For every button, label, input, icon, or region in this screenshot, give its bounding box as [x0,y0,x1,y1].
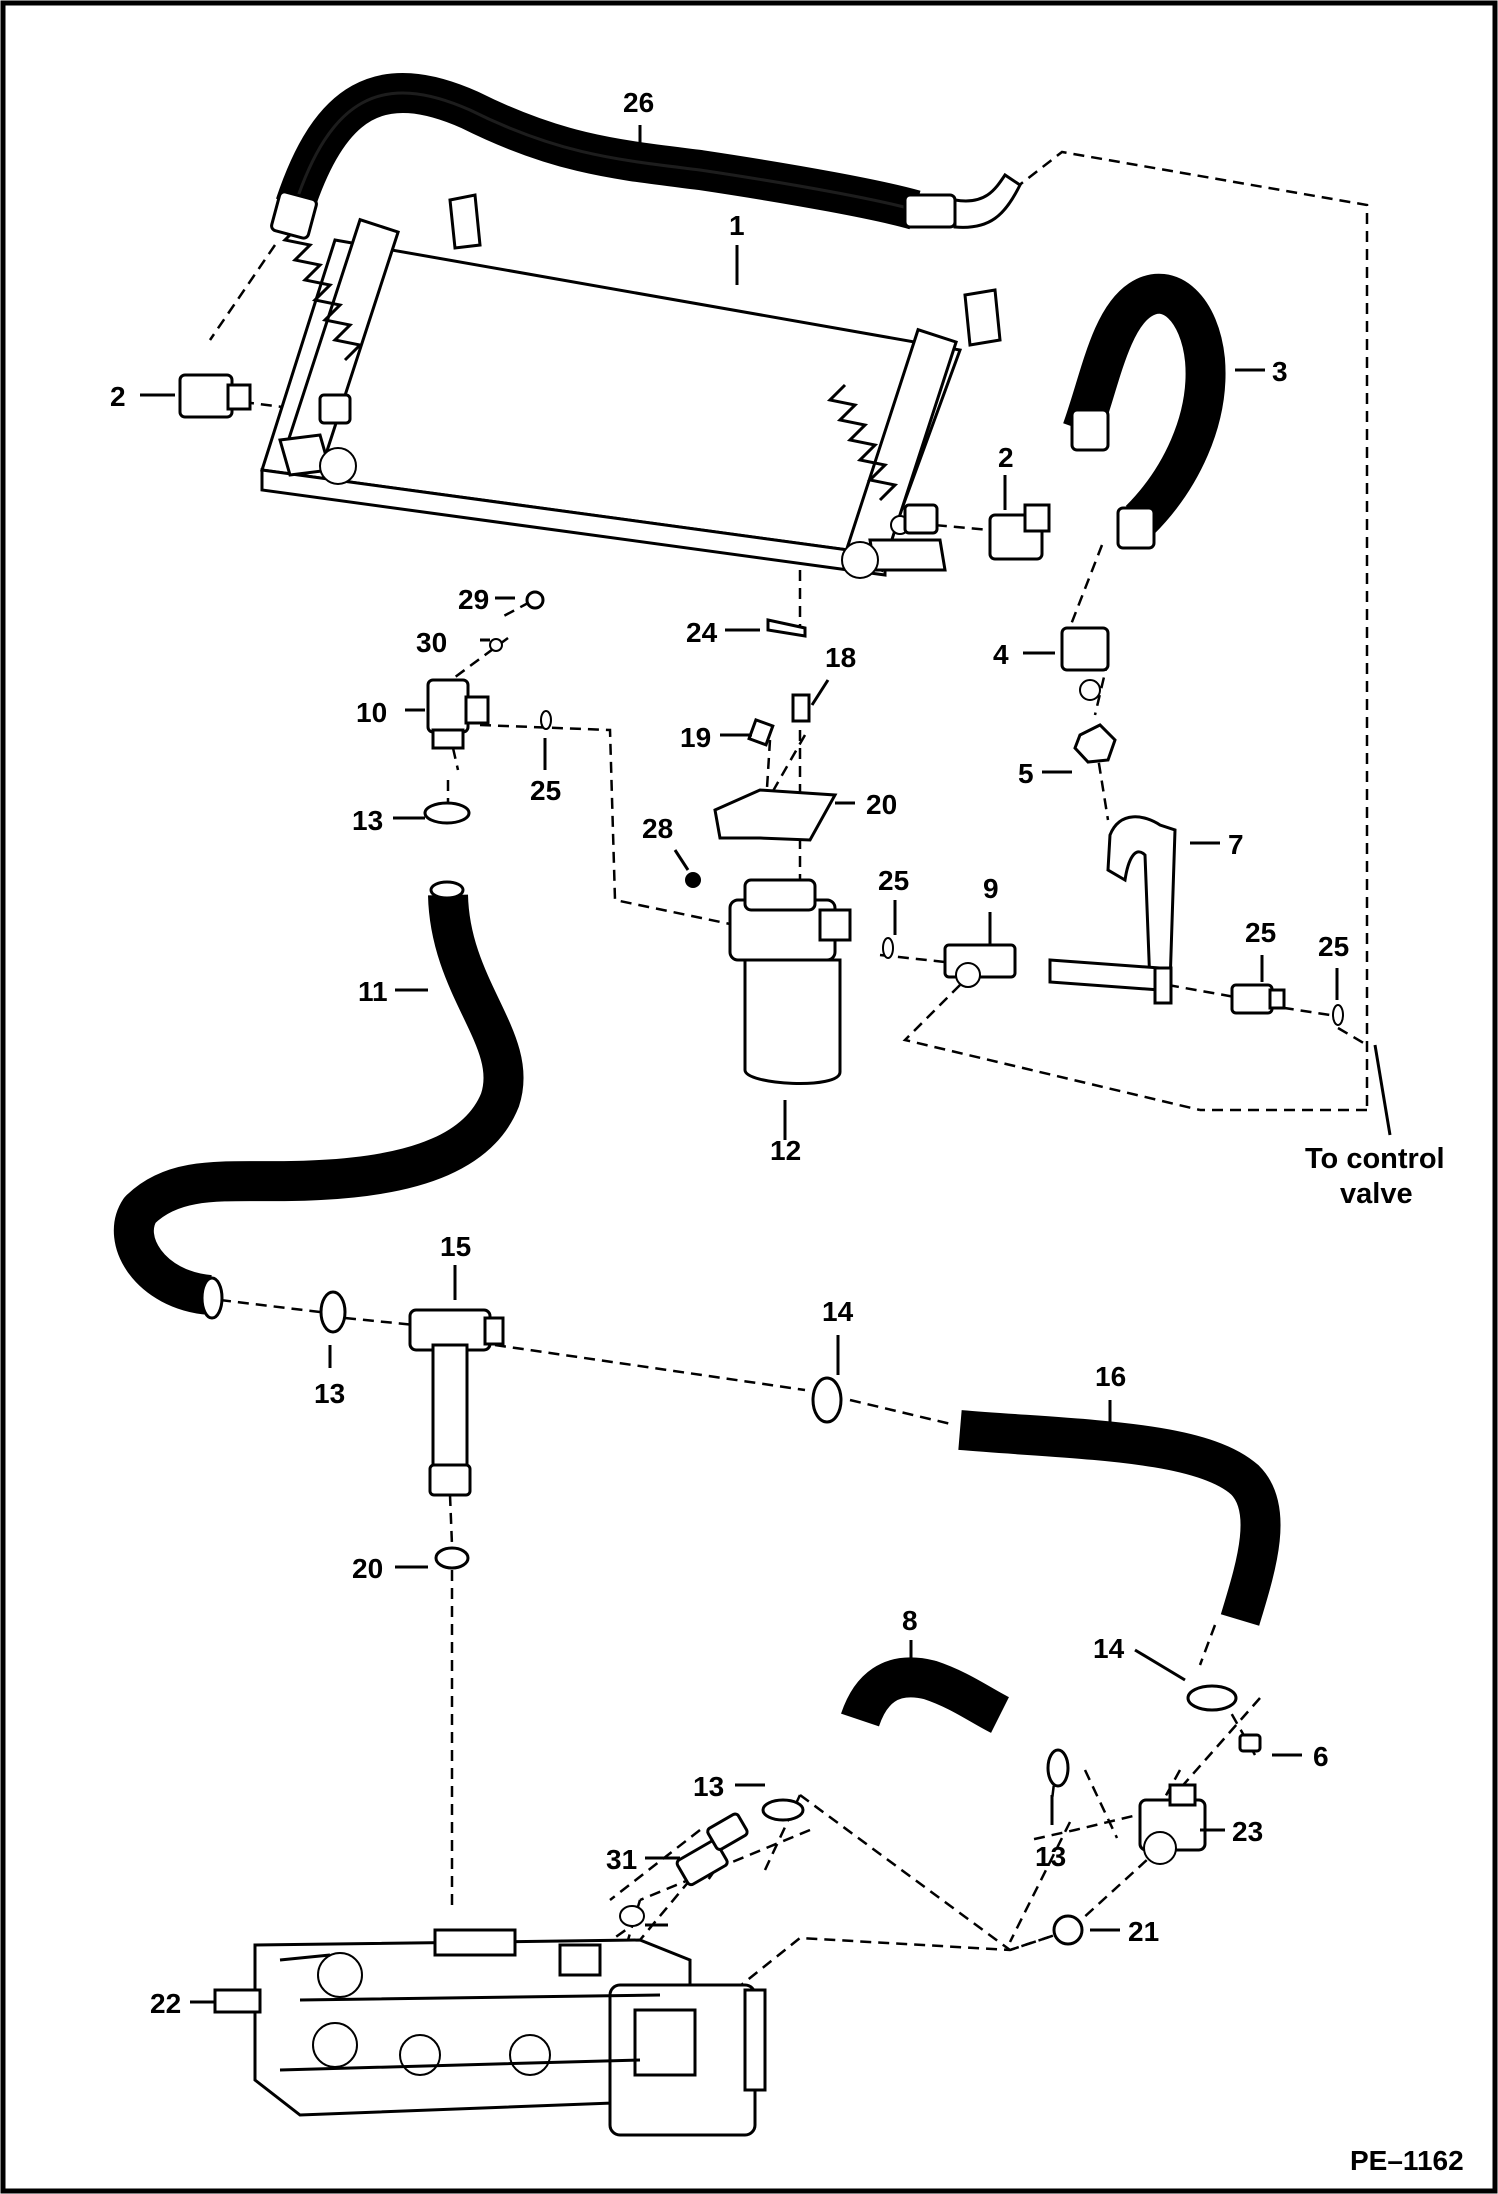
o-ring-20-left [434,1546,470,1570]
callout-13-upper: 13 [352,805,383,836]
callout-24: 25 [1245,917,1276,948]
callout-22: 23 [1232,1816,1263,1847]
callout-28: 29 [458,584,489,615]
figure-id: PE–1162 [1350,2145,1464,2176]
o-ring-29 [489,638,503,652]
elbow-2-right [988,503,1051,561]
bolt-17 [791,693,811,723]
callout-14-lower: 14 [1093,1633,1125,1664]
callout-13-mid: 13 [693,1771,724,1802]
callout-10: 10 [356,697,387,728]
adapter-30 [675,1812,749,1887]
callout-14-upper: 14 [822,1296,854,1327]
plug-28 [525,590,545,610]
callout-25-right: 25 [1318,931,1349,962]
callout-13-right: 13 [1035,1841,1066,1872]
nut-27 [685,872,701,888]
callout-19: 20 [866,789,897,820]
callout-8: 8 [902,1605,918,1636]
hose-8 [841,1657,1010,1733]
callout-18: 19 [680,722,711,753]
bracket-19 [713,788,838,842]
callout-6: 6 [1313,1741,1329,1772]
callout-7: 7 [1228,829,1244,860]
callout-13-left: 13 [314,1378,345,1409]
clamp-13-mid [761,1798,805,1822]
callout-11: 11 [358,976,388,1007]
adapter-24 [1230,983,1286,1015]
leader-lines [140,125,1392,2004]
note-to-control-valve-line1: To control [1305,1143,1445,1175]
clamp-14-upper [811,1376,843,1424]
clamp-14-lower [1186,1684,1238,1712]
o-ring-25-b [882,937,894,959]
callout-4: 4 [993,639,1009,670]
tee-22 [1138,1783,1207,1865]
o-ring-25-a [540,710,552,730]
callout-26: 26 [623,87,654,118]
callout-2-right: 2 [998,442,1014,473]
plug-6 [1238,1733,1262,1753]
adapter-9 [943,943,1017,988]
callout-1: 1 [729,210,745,241]
clamp-13-right [1046,1748,1070,1788]
clamp-13-upper [423,801,471,825]
elbow-4 [1060,626,1110,701]
clamp-13-left [319,1290,347,1334]
nut-5 [1073,723,1117,764]
callout-23: 24 [686,617,718,648]
callout-3: 3 [1272,356,1288,387]
callout-29: 30 [416,627,447,658]
hose-3 [1063,273,1226,550]
elbow-2-left [178,373,252,419]
tee-10 [426,678,490,750]
callout-15: 15 [440,1231,471,1262]
callout-21: 22 [150,1988,181,2019]
callout-labels: 26 1 2 2 3 4 5 7 9 25 25 29 30 10 25 13 … [110,87,1349,2019]
bolt-18 [747,717,775,747]
callout-27: 28 [642,813,673,844]
callout-20-left: 20 [352,1553,383,1584]
o-ring-31 [619,1905,645,1927]
o-ring-25-c [1332,1004,1344,1026]
bolt-23 [766,618,807,638]
pump-21 [213,1928,767,2137]
hose-16 [958,1410,1281,1626]
o-ring-20-right [1052,1914,1084,1946]
callout-5: 5 [1018,758,1034,789]
callout-30: 31 [606,1844,637,1875]
callout-25-left: 25 [530,775,561,806]
callout-9: 9 [983,873,999,904]
hose-11 [113,880,524,1320]
callout-17: 18 [825,642,856,673]
tube-7 [1048,815,1177,1005]
hose-26 [270,73,1022,240]
filter-12 [728,878,852,1085]
note-to-control-valve-line2: valve [1340,1178,1413,1210]
callout-12: 12 [770,1135,801,1166]
callout-25-mid: 25 [878,865,909,896]
oil-cooler [260,193,1002,579]
callout-2-left: 2 [110,381,126,412]
callout-16: 16 [1095,1361,1126,1392]
tee-15 [408,1308,505,1497]
callout-20-right: 21 [1128,1916,1159,1947]
